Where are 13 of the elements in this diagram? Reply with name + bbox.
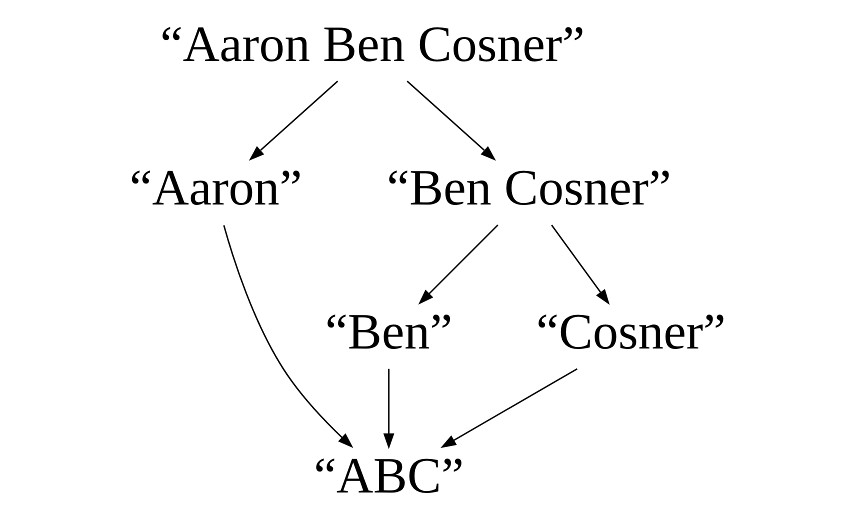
node-text: “ABC”	[314, 448, 464, 504]
arrow	[248, 80, 338, 161]
node-text: “Ben”	[325, 304, 452, 360]
node-text: “Cosner”	[536, 304, 726, 360]
arrow	[223, 225, 354, 448]
arrow	[418, 224, 498, 305]
node-text: “Aaron Ben Cosner”	[160, 16, 585, 73]
node-text: “Ben Cosner”	[386, 160, 672, 217]
arrow	[551, 224, 610, 305]
node-text: “Aaron”	[130, 160, 302, 217]
arrow	[440, 368, 578, 448]
arrow	[383, 368, 394, 450]
arrow	[406, 80, 496, 161]
